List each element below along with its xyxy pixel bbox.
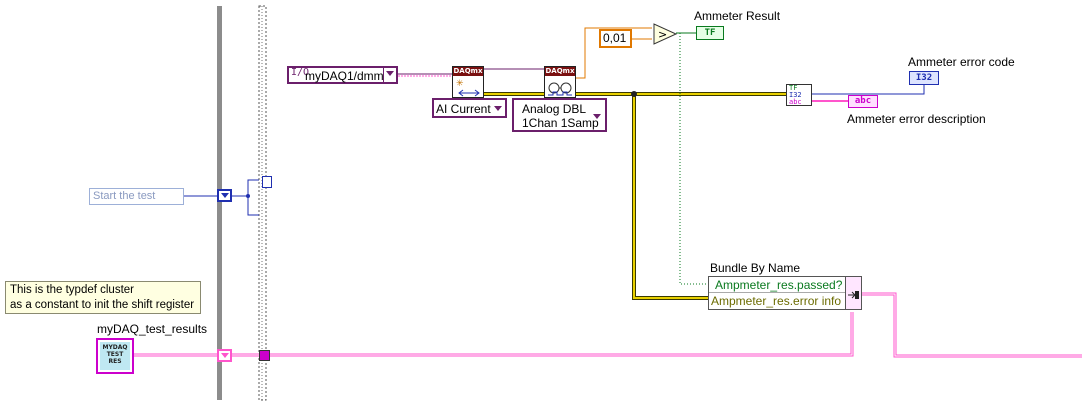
chevron-down-icon	[494, 106, 502, 111]
task-name-control[interactable]: I/O myDAQ1/dmm	[287, 66, 398, 84]
error-description-indicator[interactable]: abc	[848, 95, 878, 108]
left-frame-bar	[217, 6, 222, 400]
typedef-glyph: MYDAQ TEST RES	[100, 342, 130, 370]
svg-text:>: >	[658, 28, 667, 41]
chevron-down-icon	[593, 114, 601, 119]
ammeter-result-indicator[interactable]: TF	[696, 26, 724, 40]
measurement-type-value: AI Current	[436, 102, 491, 116]
bundle-by-name-node[interactable]: Ampmeter_res.passed? Ampmeter_res.error …	[708, 276, 846, 310]
measurement-type-selector[interactable]: AI Current	[432, 98, 507, 118]
comment-line2: as a constant to init the shift register	[10, 299, 195, 311]
numeric-wire	[576, 27, 652, 79]
bundle-title: Bundle By Name	[710, 261, 801, 275]
comment-line1: This is the typdef cluster	[10, 284, 134, 296]
daqmx-header: DAQmx	[453, 67, 483, 76]
task-name-value: myDAQ1/dmm	[305, 69, 384, 83]
cluster-tunnel[interactable]	[259, 350, 270, 361]
error-wire	[484, 92, 786, 300]
bundle-field-passed[interactable]: Ampmeter_res.passed?	[709, 277, 845, 293]
case-selector-terminal[interactable]	[262, 176, 272, 188]
error-description-label: Ammeter error description	[847, 112, 986, 126]
start-test-control[interactable]: Start the test	[89, 188, 184, 205]
right-frame-bar	[258, 5, 267, 401]
channel-create-icon: ✳	[456, 78, 480, 97]
start-test-value: Start the test	[93, 190, 156, 202]
bundle-cluster-terminal[interactable]	[845, 276, 862, 310]
cluster-constant-icon[interactable]: MYDAQ TEST RES	[96, 338, 134, 374]
unbundle-source-term: abc	[789, 98, 802, 106]
read-instance-line1: Analog DBL	[522, 102, 587, 116]
cluster-wire	[134, 292, 1082, 358]
ammeter-result-label: Ammeter Result	[694, 9, 781, 23]
greater-than-node: >	[653, 23, 678, 45]
cluster-constant-label: myDAQ_test_results	[97, 322, 208, 336]
down-arrow-icon	[221, 193, 229, 198]
unbundle-error-node[interactable]: TF I32 abc	[786, 84, 812, 106]
unbundle-wires	[812, 84, 925, 102]
chevron-down-icon	[386, 71, 394, 76]
daqmx-header: DAQmx	[545, 67, 575, 76]
read-instance-line2: 1Chan 1Samp	[522, 116, 599, 130]
read-glasses-icon	[548, 82, 572, 96]
error-code-indicator[interactable]: I32	[909, 71, 939, 85]
unbundle-code-term: I32	[789, 91, 802, 99]
svg-text:✳: ✳	[456, 78, 464, 88]
threshold-constant[interactable]: 0,01	[599, 29, 632, 48]
daqmx-create-channel-node[interactable]: DAQmx ✳	[452, 66, 484, 98]
bundle-arrow-icon	[848, 291, 859, 299]
boolean-shift-register[interactable]	[217, 189, 232, 202]
daqmx-read-node[interactable]: DAQmx	[544, 66, 576, 98]
task-wire	[398, 68, 544, 77]
error-code-label: Ammeter error code	[908, 55, 1015, 69]
io-prefix: I/O	[291, 67, 310, 78]
unbundle-status-term: TF	[789, 84, 798, 92]
cluster-shift-register[interactable]	[217, 349, 232, 362]
boolean-wire	[184, 179, 259, 216]
result-wire	[676, 32, 708, 285]
read-instance-selector[interactable]: Analog DBL 1Chan 1Samp	[512, 98, 607, 132]
typedef-comment: This is the typdef cluster as a constant…	[5, 281, 201, 314]
task-dropdown-button[interactable]	[383, 68, 396, 82]
bundle-field-error[interactable]: Ampmeter_res.error info	[711, 294, 842, 308]
down-arrow-icon	[221, 353, 229, 358]
